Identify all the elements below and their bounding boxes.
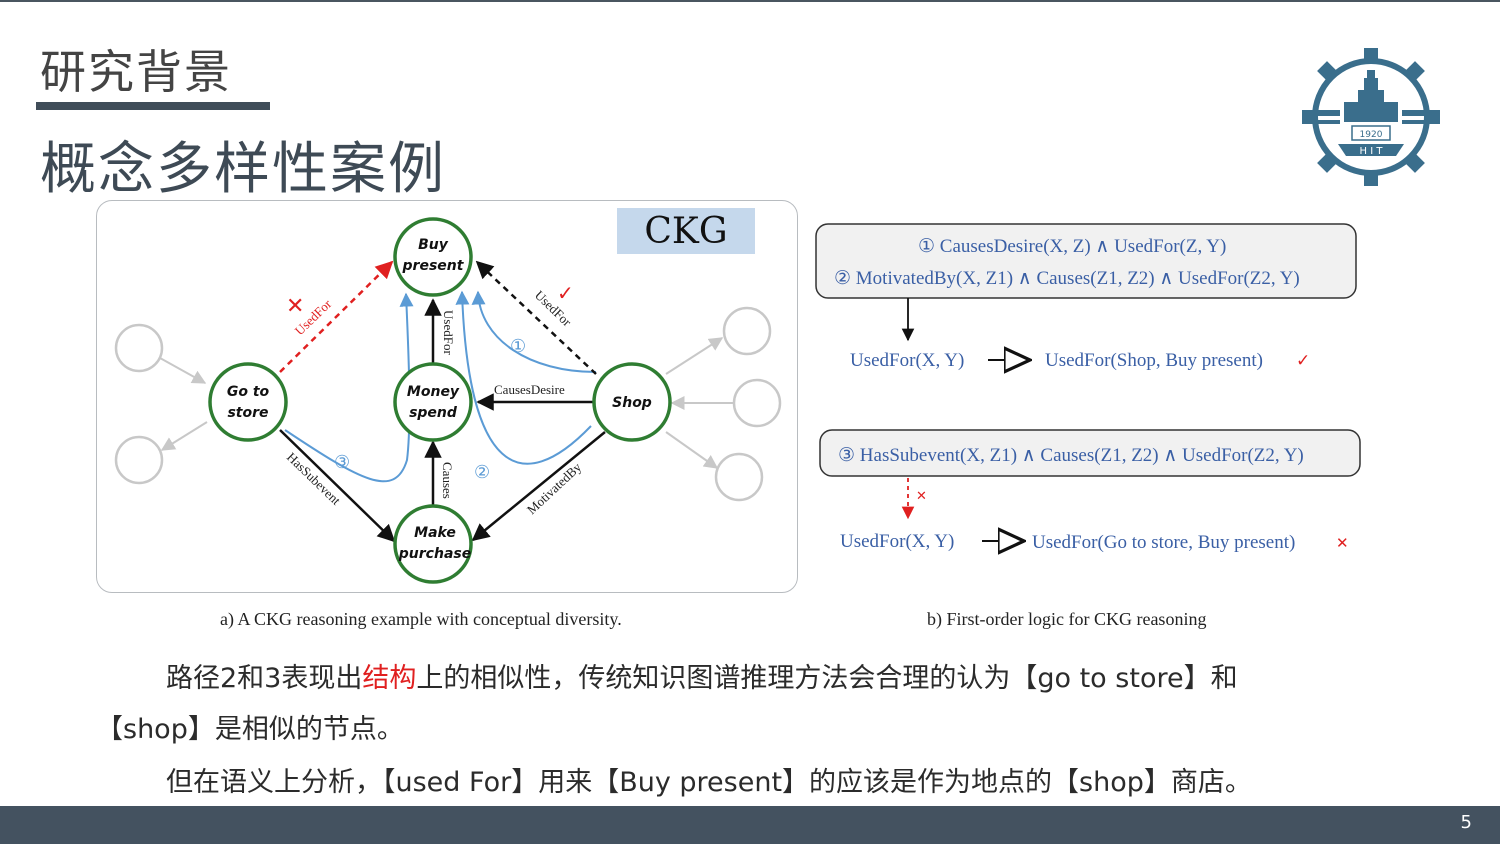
- caption-a: a) A CKG reasoning example with conceptu…: [220, 609, 622, 629]
- inference-1-right: UsedFor(Shop, Buy present): [1045, 350, 1263, 371]
- section-title: 研究背景: [40, 45, 232, 99]
- cross-icon: ✕: [286, 294, 304, 319]
- paragraph-1-text-rest: 上的相似性，传统知识图谱推理方法会合理的认为【go to store】和: [416, 663, 1238, 694]
- page-title: 概念多样性案例: [40, 137, 446, 202]
- node-label: store: [227, 405, 268, 421]
- title-underline: [36, 102, 270, 110]
- logo-year: 1920: [1360, 130, 1383, 140]
- rule-3: ③ HasSubevent(X, Z1) ∧ Causes(Z1, Z2) ∧ …: [838, 445, 1304, 466]
- node-label: Make: [414, 525, 456, 541]
- rule-3-cross: ✕: [916, 489, 927, 504]
- inference-1-check: ✓: [1296, 351, 1310, 371]
- node-label: spend: [409, 405, 458, 421]
- path-marker-3: ③: [334, 452, 350, 473]
- top-border: [0, 0, 1500, 2]
- node-label: purchase: [398, 546, 471, 562]
- blue-paths: [284, 290, 597, 483]
- edge-label-causesdesire: CausesDesire: [494, 382, 565, 397]
- node-label: Money: [407, 384, 460, 400]
- paragraph-1: 路径2和3表现出结构上的相似性，传统知识图谱推理方法会合理的认为【go to s…: [96, 656, 1356, 695]
- hit-logo: 1920 H I T: [1302, 48, 1440, 186]
- ckg-tag: CKG: [617, 208, 755, 254]
- path-marker-1: ①: [510, 336, 526, 357]
- node-buy-present: [393, 217, 473, 297]
- peripheral-nodes: [114, 306, 782, 502]
- inference-2-left: UsedFor(X, Y): [840, 531, 954, 552]
- node-label: Buy: [418, 237, 449, 253]
- node-money-spend: [393, 362, 473, 442]
- paragraph-2: 但在语义上分析，【used For】用来【Buy present】的应该是作为地…: [166, 767, 1252, 798]
- node-make-purchase: [393, 504, 473, 584]
- path-marker-2: ②: [474, 462, 490, 483]
- node-label: present: [402, 258, 465, 274]
- edge-label-causes: Causes: [440, 462, 455, 499]
- node-label: Go to: [227, 384, 270, 400]
- edge-label-usedfor-vertical: UsedFor: [441, 310, 456, 355]
- check-icon: ✓: [557, 281, 574, 305]
- highlight-text: 结构: [362, 663, 417, 694]
- caption-b: b) First-order logic for CKG reasoning: [927, 609, 1207, 629]
- paragraph-1-line-2: 【shop】是相似的节点。: [96, 714, 404, 745]
- edge-label-motivatedby: MotivatedBy: [524, 459, 585, 517]
- inference-1-left: UsedFor(X, Y): [850, 350, 964, 371]
- node-shop: [592, 362, 672, 442]
- diagram-a-frame: [96, 200, 798, 593]
- node-go-to-store: [208, 362, 288, 442]
- red-usedfor-edge: [279, 260, 394, 373]
- footer-bar: [0, 806, 1500, 844]
- inference-2-right: UsedFor(Go to store, Buy present): [1032, 532, 1295, 553]
- rule-1: ① CausesDesire(X, Z) ∧ UsedFor(Z, Y): [918, 236, 1226, 257]
- rule-2: ② MotivatedBy(X, Z1) ∧ Causes(Z1, Z2) ∧ …: [834, 268, 1300, 289]
- rule-box-1: [815, 223, 1357, 299]
- logo-text: H I T: [1360, 146, 1384, 157]
- node-label: Shop: [612, 395, 652, 411]
- inference-2-cross: ✕: [1336, 534, 1349, 552]
- rule-box-2: [819, 429, 1361, 477]
- page-number: 5: [1460, 812, 1472, 833]
- paragraph-1-text: 路径2和3表现出: [166, 663, 363, 694]
